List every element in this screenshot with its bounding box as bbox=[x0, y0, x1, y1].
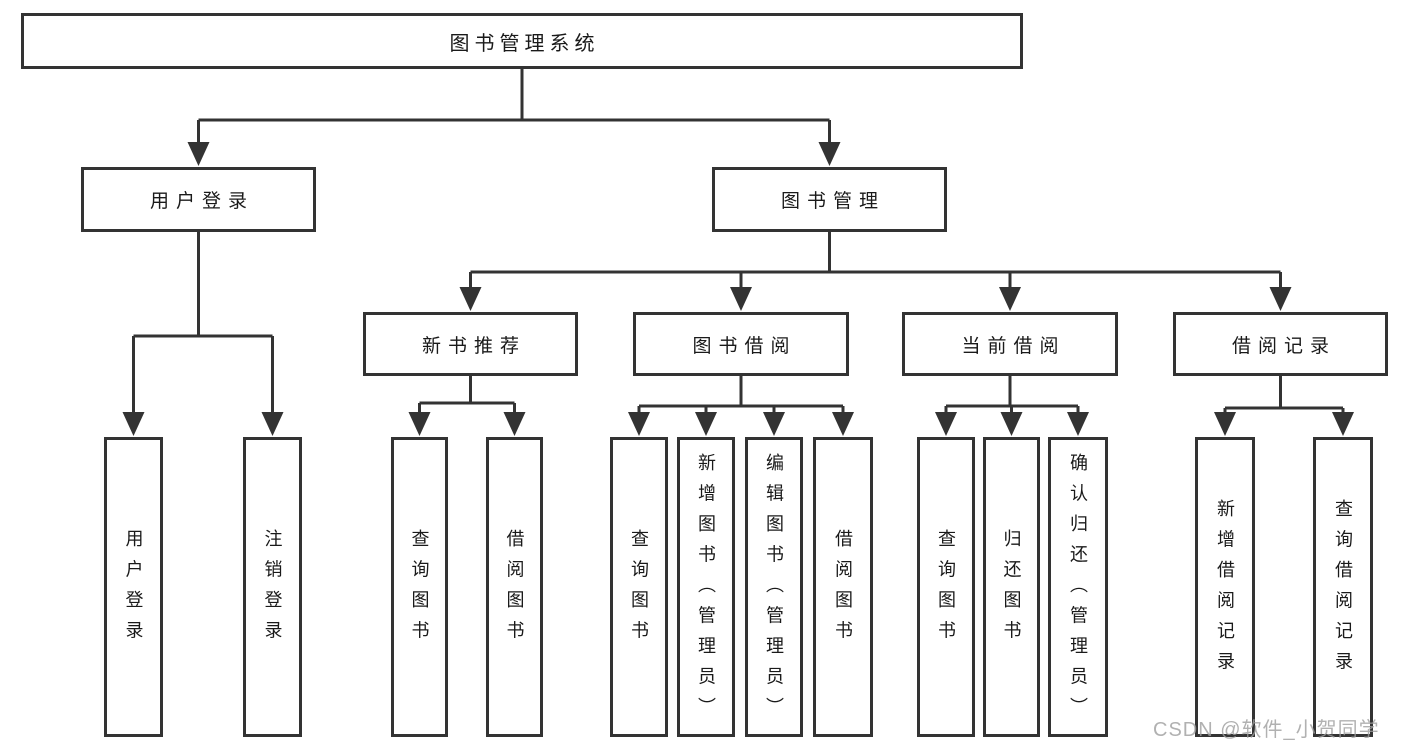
node-new-book-recommend-label: 新书推荐 bbox=[421, 335, 526, 357]
node-current-borrow-label: 当前借阅 bbox=[961, 335, 1066, 357]
leaf-borrow-edit-books-admin-label: 编辑图书（管理员） bbox=[764, 452, 784, 728]
leaf-recommend-query-books-label: 查询图书 bbox=[409, 529, 430, 651]
leaf-records-add-record-label: 新增借阅记录 bbox=[1215, 498, 1235, 682]
leaf-borrow-borrow-books-label: 借阅图书 bbox=[833, 529, 853, 651]
node-user-login-label: 用户登录 bbox=[149, 191, 254, 212]
leaf-records-add-record: 新增借阅记录 bbox=[1195, 437, 1255, 737]
leaf-borrow-add-books-admin-label: 新增图书（管理员） bbox=[696, 452, 716, 728]
node-root-label: 图书管理系统 bbox=[449, 32, 600, 55]
leaf-borrow-add-books-admin: 新增图书（管理员） bbox=[677, 437, 735, 737]
csdn-watermark: CSDN @软件_小贺同学 bbox=[1153, 719, 1380, 741]
leaf-recommend-borrow-books: 借阅图书 bbox=[486, 437, 543, 737]
leaf-current-query-books-label: 查询图书 bbox=[936, 529, 956, 651]
node-current-borrow: 当前借阅 bbox=[902, 312, 1118, 376]
leaf-current-query-books: 查询图书 bbox=[917, 437, 975, 737]
leaf-records-query-record: 查询借阅记录 bbox=[1313, 437, 1373, 737]
node-user-login: 用户登录 bbox=[81, 167, 316, 232]
leaf-current-confirm-return-admin: 确认归还（管理员） bbox=[1048, 437, 1108, 737]
node-book-management: 图书管理 bbox=[712, 167, 947, 232]
leaf-user-login: 用户登录 bbox=[104, 437, 163, 737]
node-book-borrow-label: 图书借阅 bbox=[692, 335, 797, 357]
leaf-user-login-label: 用户登录 bbox=[123, 529, 144, 651]
leaf-recommend-query-books: 查询图书 bbox=[391, 437, 448, 737]
leaf-logout: 注销登录 bbox=[243, 437, 302, 737]
node-book-management-label: 图书管理 bbox=[780, 191, 885, 212]
node-root: 图书管理系统 bbox=[21, 13, 1023, 69]
leaf-records-query-record-label: 查询借阅记录 bbox=[1333, 498, 1353, 682]
leaf-current-return-books: 归还图书 bbox=[983, 437, 1040, 737]
leaf-current-confirm-return-admin-label: 确认归还（管理员） bbox=[1068, 452, 1088, 728]
leaf-recommend-borrow-books-label: 借阅图书 bbox=[504, 529, 525, 651]
leaf-current-return-books-label: 归还图书 bbox=[1001, 529, 1022, 651]
node-borrow-records: 借阅记录 bbox=[1173, 312, 1388, 376]
leaf-borrow-query-books: 查询图书 bbox=[610, 437, 668, 737]
node-new-book-recommend: 新书推荐 bbox=[363, 312, 578, 376]
node-book-borrow: 图书借阅 bbox=[633, 312, 849, 376]
leaf-borrow-query-books-label: 查询图书 bbox=[629, 529, 649, 651]
leaf-borrow-edit-books-admin: 编辑图书（管理员） bbox=[745, 437, 803, 737]
leaf-logout-label: 注销登录 bbox=[262, 529, 283, 651]
node-borrow-records-label: 借阅记录 bbox=[1231, 335, 1336, 357]
leaf-borrow-borrow-books: 借阅图书 bbox=[813, 437, 873, 737]
